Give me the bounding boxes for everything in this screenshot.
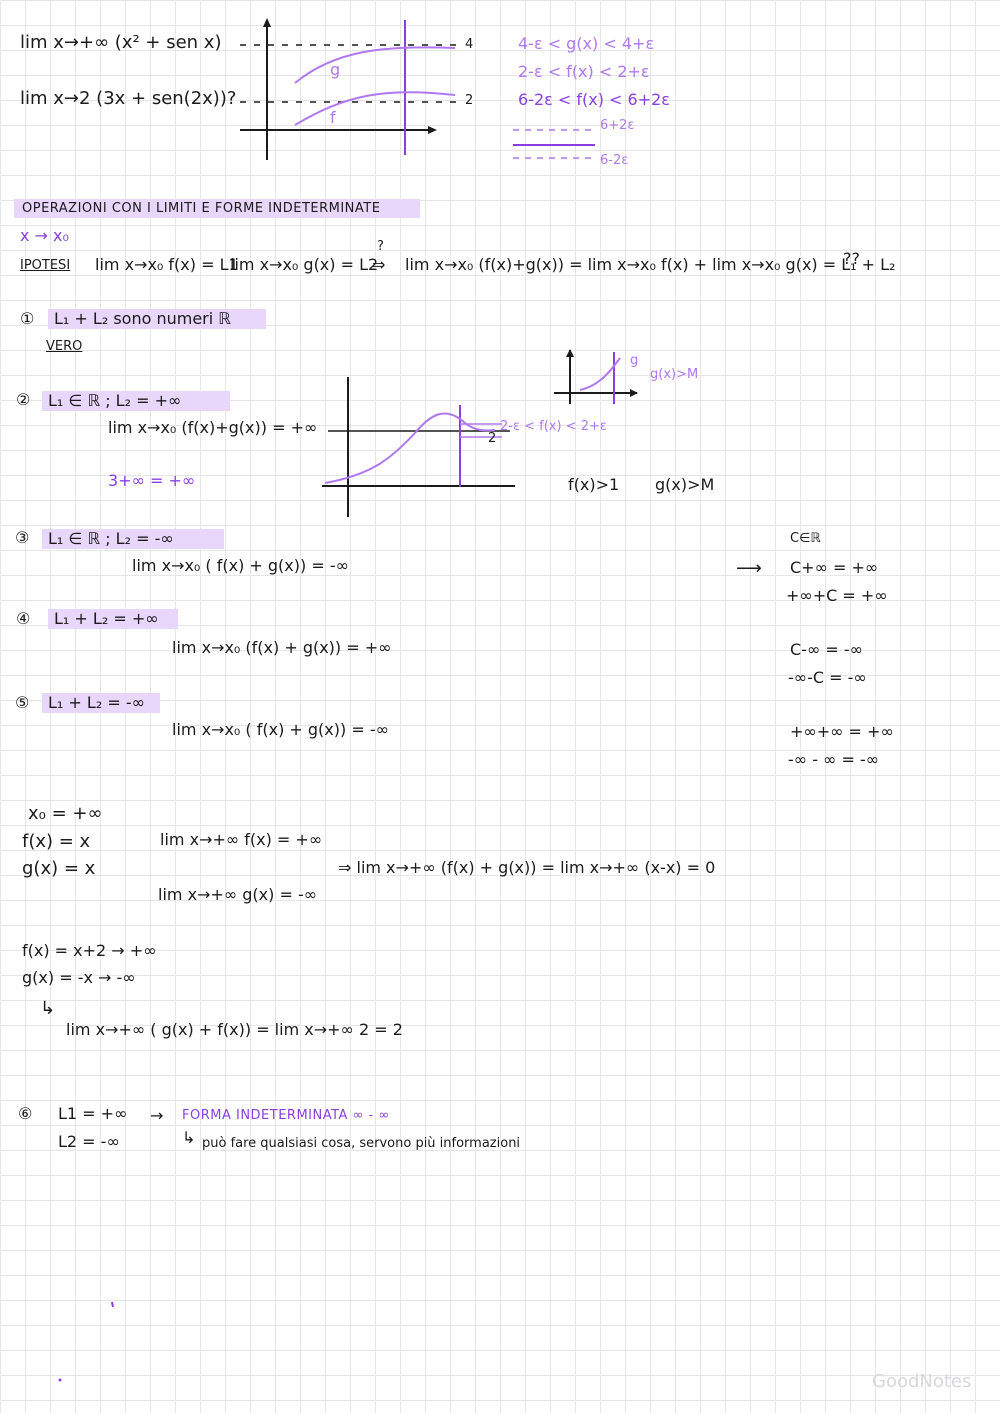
case5-body: lim x→x₀ ( f(x) + g(x)) = -∞ (172, 720, 389, 739)
inequality-sum: 6-2ε < f(x) < 6+2ε (518, 90, 670, 109)
case4-body: lim x→x₀ (f(x) + g(x)) = +∞ (172, 638, 392, 657)
inequality-f: 2-ε < f(x) < 2+ε (518, 62, 650, 81)
graph1-tick-2: 2 (465, 93, 474, 108)
graph3-curve-g (579, 357, 621, 391)
case2-body: lim x→x₀ (f(x)+g(x)) = +∞ (108, 418, 318, 437)
example2-g: g(x) = -x → -∞ (22, 968, 136, 987)
question-mark: ? (377, 239, 384, 254)
sum-claim: lim x→x₀ (f(x)+g(x)) = lim x→x₀ f(x) + l… (405, 255, 896, 274)
case2-head: L₁ ∈ ℝ ; L₂ = +∞ (42, 391, 230, 411)
case6-number: ⑥ (18, 1104, 33, 1123)
f-condition: f(x)>1 (568, 475, 620, 494)
graph3-label-g: g (630, 353, 639, 368)
graph1-label-f: f (330, 108, 336, 127)
case6-sub-arrow: ↳ (182, 1128, 196, 1147)
rule-item: -∞ - ∞ = -∞ (788, 750, 880, 769)
band-lines (513, 129, 595, 159)
hypothesis-f: lim x→x₀ f(x) = L1 (95, 255, 239, 274)
case6-arrow: → (150, 1106, 164, 1125)
example2-result: lim x→+∞ ( g(x) + f(x)) = lim x→+∞ 2 = 2 (66, 1020, 403, 1039)
rule-item: C+∞ = +∞ (790, 558, 879, 577)
graph2-band-label: 2-ε < f(x) < 2+ε (500, 419, 607, 434)
graph1-label-g: g (330, 60, 341, 79)
example1-x0: x₀ = +∞ (28, 803, 103, 824)
rule-item: C∈ℝ (790, 531, 821, 546)
case1-number: ① (20, 309, 35, 328)
limit-expression-1: lim x→+∞ (x² + sen x) (20, 32, 222, 53)
case4-head: L₁ + L₂ = +∞ (48, 609, 178, 629)
graph3-y-arrow (566, 349, 574, 357)
example1-result: ⇒ lim x→+∞ (f(x) + g(x)) = lim x→+∞ (x-x… (338, 858, 716, 877)
example1-g: g(x) = x (22, 858, 96, 879)
example1-lim-f: lim x→+∞ f(x) = +∞ (160, 830, 323, 849)
rule-item: -∞-C = -∞ (788, 668, 867, 687)
example1-lim-g: lim x→+∞ g(x) = -∞ (158, 885, 318, 904)
example2-f: f(x) = x+2 → +∞ (22, 941, 157, 960)
section-title: OPERAZIONI CON I LIMITI E FORME INDETERM… (14, 199, 420, 218)
rule-item: +∞+∞ = +∞ (790, 722, 894, 741)
graph1-curve-g (294, 46, 456, 84)
double-question: ?? (843, 249, 860, 268)
limit-expression-2: lim x→2 (3x + sen(2x))? (20, 88, 237, 109)
g-condition: g(x)>M (655, 475, 715, 494)
case3-number: ③ (15, 528, 30, 547)
approach-label: x → x₀ (20, 226, 69, 245)
rule-item: C-∞ = -∞ (790, 640, 863, 659)
ink-dot (58, 1378, 62, 1382)
case6-note: può fare qualsiasi cosa, servono più inf… (202, 1136, 521, 1151)
band-bottom-label: 6-2ε (600, 153, 629, 168)
graph2-curve-f (324, 412, 496, 484)
rules-arrow: ⟶ (736, 558, 762, 579)
graph1-y-arrow (263, 18, 271, 27)
ink-dot (111, 1301, 114, 1308)
graph2-tick-2: 2 (488, 431, 497, 446)
case6-label: FORMA INDETERMINATA ∞ - ∞ (182, 1108, 390, 1123)
example1-f: f(x) = x (22, 831, 91, 852)
implies-arrow: ⇒ (372, 255, 386, 274)
inequality-g: 4-ε < g(x) < 4+ε (518, 34, 655, 53)
hypothesis-g: lim x→x₀ g(x) = L2 (230, 255, 379, 274)
rule-item: +∞+C = +∞ (786, 586, 888, 605)
graph3-x-arrow (630, 389, 638, 397)
graph-f-g (240, 18, 460, 160)
graph1-x-arrow (428, 126, 437, 134)
case1-head: L₁ + L₂ sono numeri ℝ (48, 309, 266, 329)
case5-number: ⑤ (15, 693, 30, 712)
graph1-curve-f (294, 91, 456, 126)
graph1-tick-4: 4 (465, 37, 474, 52)
case6-l1: L1 = +∞ (58, 1104, 128, 1123)
case4-number: ④ (16, 609, 31, 628)
example2-arrow: ↳ (40, 998, 56, 1019)
case2-number: ② (16, 390, 31, 409)
case6-l2: L2 = -∞ (58, 1132, 120, 1151)
case3-head: L₁ ∈ ℝ ; L₂ = -∞ (42, 529, 224, 549)
graph-g-small (554, 349, 638, 404)
watermark-goodnotes: GoodNotes (872, 1371, 972, 1392)
band-top-label: 6+2ε (600, 118, 635, 133)
case5-head: L₁ + L₂ = -∞ (42, 693, 160, 713)
graph-f-band (322, 377, 515, 517)
case1-note: VERO (46, 339, 83, 354)
graph3-condition: g(x)>M (650, 367, 699, 382)
case2-note: 3+∞ = +∞ (108, 471, 196, 490)
case3-body: lim x→x₀ ( f(x) + g(x)) = -∞ (132, 556, 349, 575)
hypothesis-label: IPOTESI (20, 258, 71, 273)
